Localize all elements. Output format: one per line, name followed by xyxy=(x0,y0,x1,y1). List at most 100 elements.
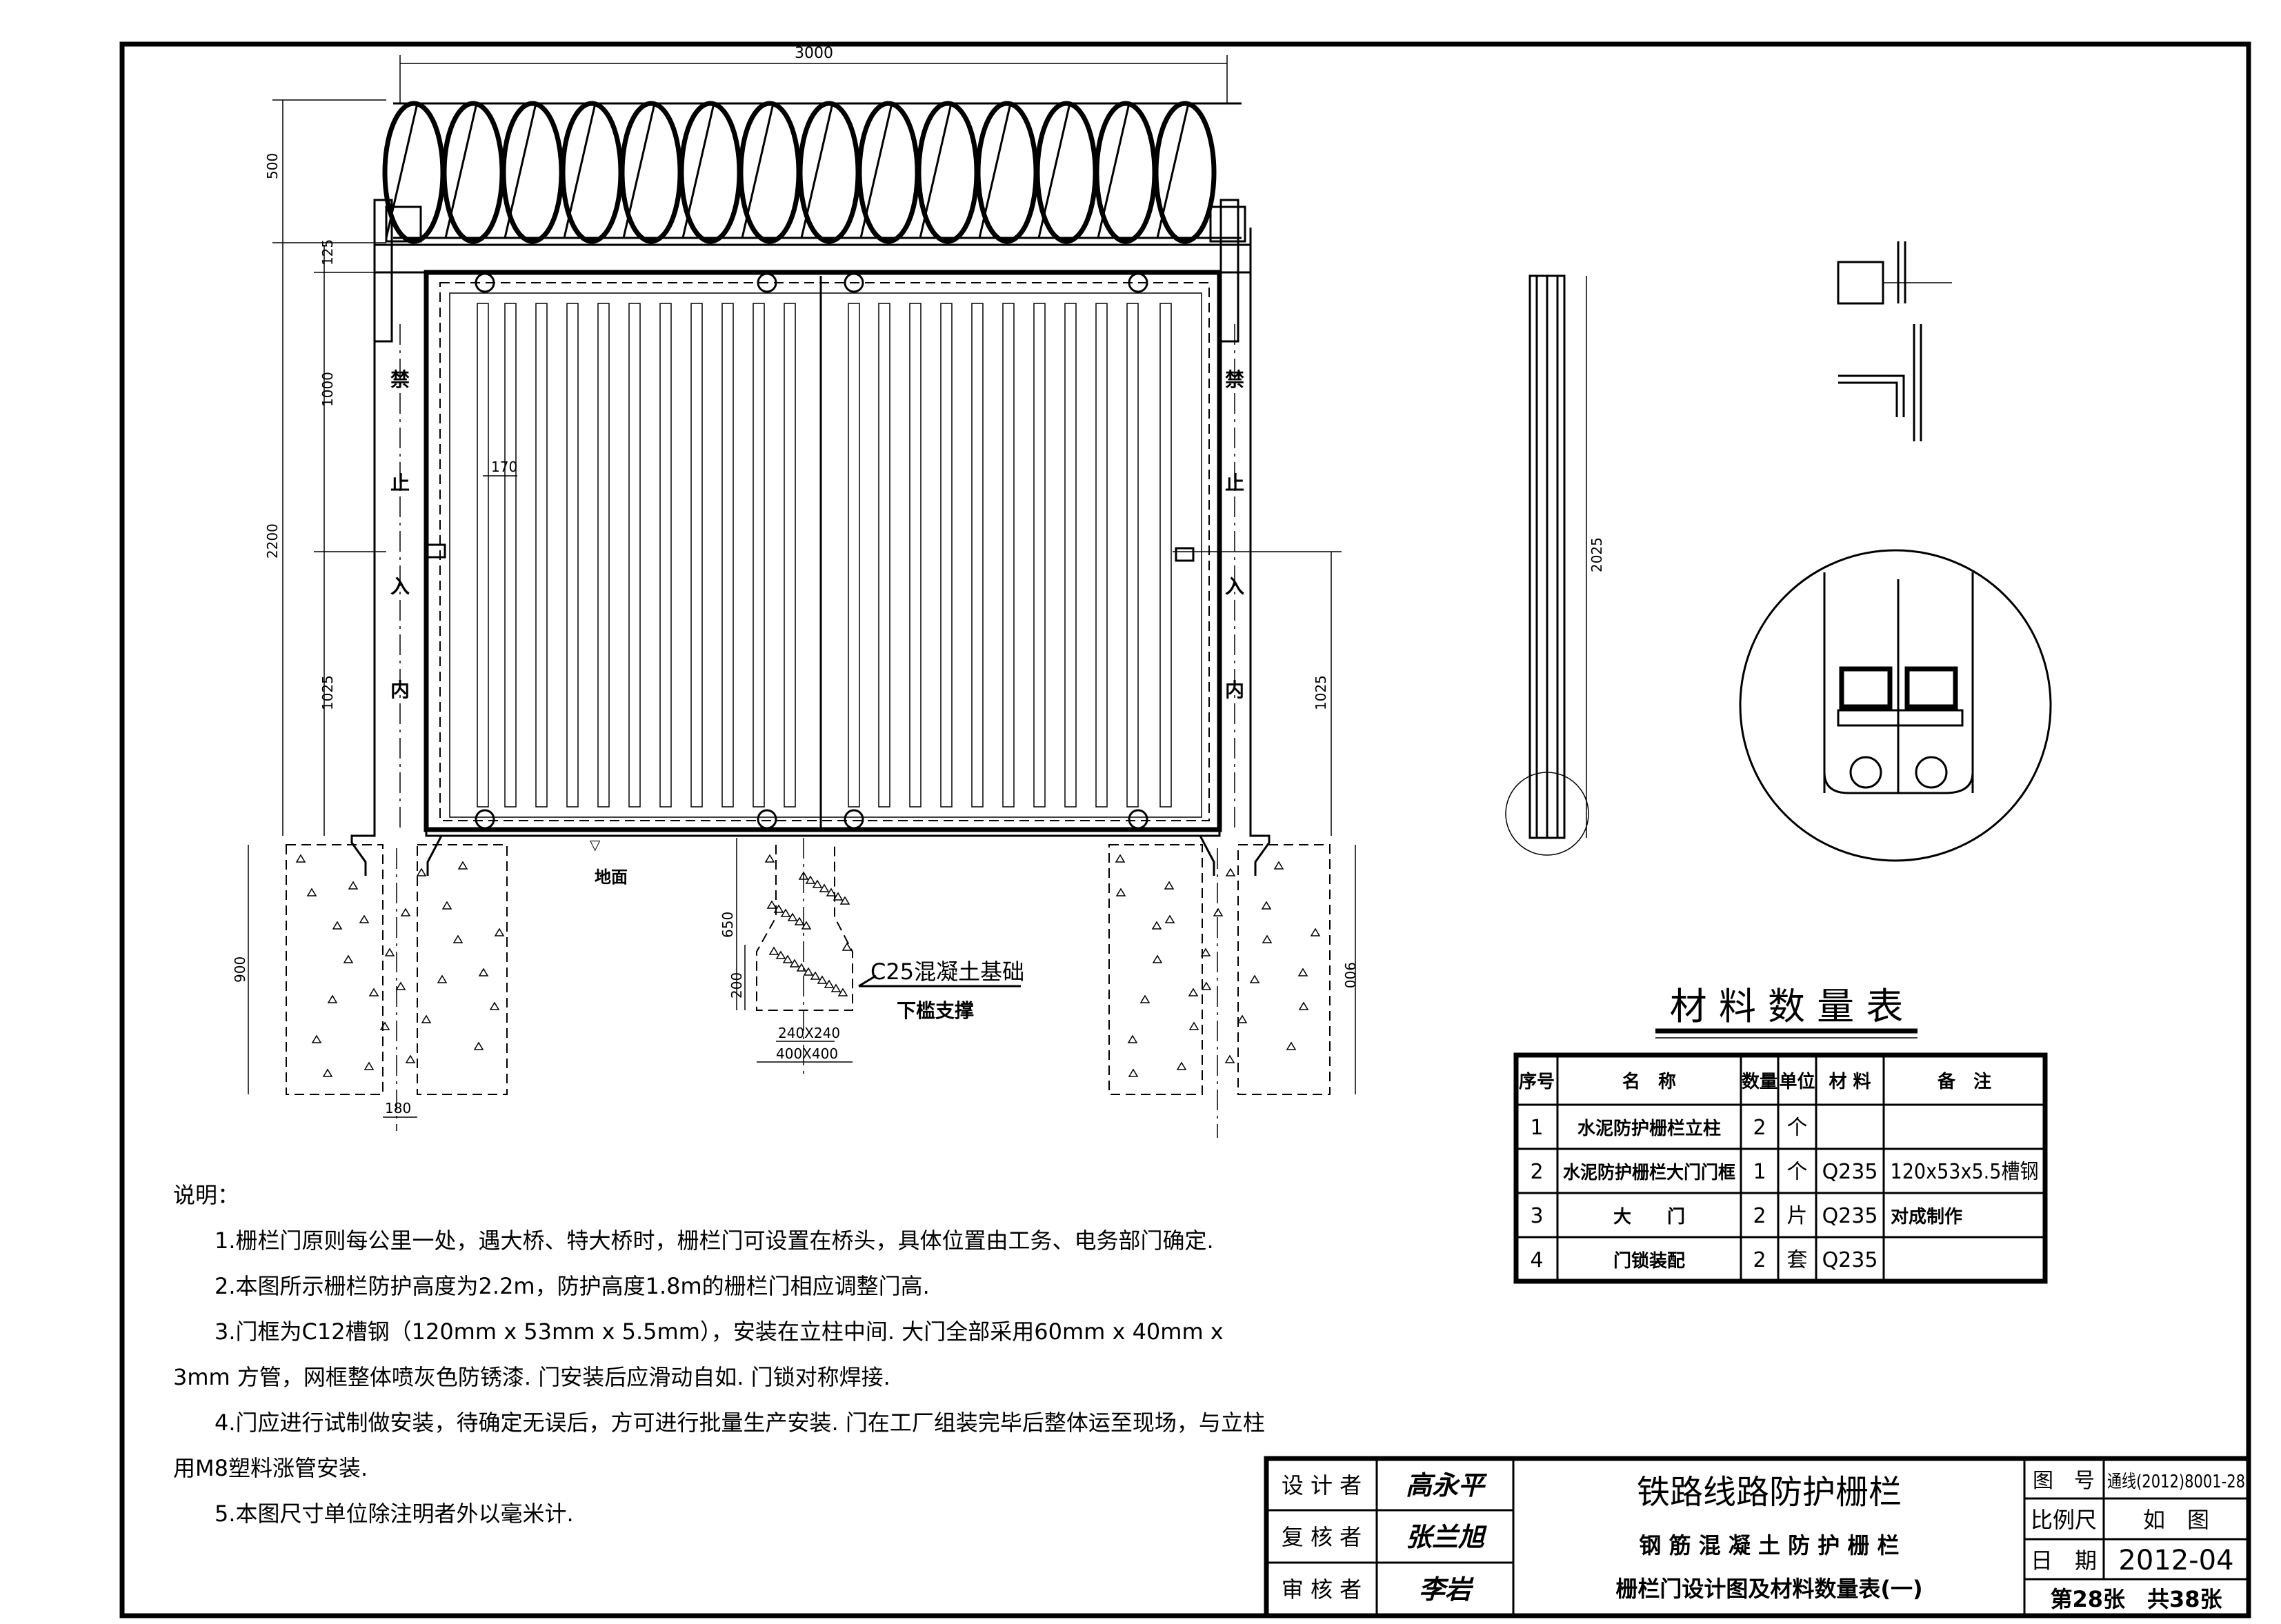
dim-240x240: 240X240 xyxy=(778,1025,840,1041)
table-cell: Q235 xyxy=(1822,1160,1878,1184)
table-cell: 2 xyxy=(1753,1116,1766,1140)
signature-approver: 李岩 xyxy=(1419,1574,1474,1605)
bolt xyxy=(475,809,495,830)
drawing-no: 通线(2012)8001-28 xyxy=(2107,1472,2245,1492)
side-view: 2025 xyxy=(1505,274,1605,856)
dim-1025-right: 1025 xyxy=(1313,675,1329,710)
coil-loop xyxy=(1153,101,1217,244)
top-beam xyxy=(373,243,1252,274)
sheet-number: 第28张 共38张 xyxy=(2050,1586,2222,1612)
gate-bar xyxy=(504,303,517,808)
coil-loop xyxy=(797,101,861,244)
table-cell: 门锁装配 xyxy=(1613,1250,1685,1272)
concrete-aggregate-marks xyxy=(295,854,1321,1077)
table-cell: 个 xyxy=(1787,1160,1808,1184)
table-header-cell: 名 称 xyxy=(1622,1071,1676,1092)
table-cell: 水泥防护栅栏大门门框 xyxy=(1563,1162,1735,1183)
gate-bolts xyxy=(475,272,1148,830)
gate-bar xyxy=(721,303,734,808)
ground-label: 地面 xyxy=(595,868,628,887)
table-header-cell: 序号 xyxy=(1519,1071,1555,1092)
dim-900-right: 900 xyxy=(1342,962,1358,988)
table-title: 材 料 数 量 表 xyxy=(1670,985,1904,1028)
date-label: 日 期 xyxy=(2031,1547,2097,1574)
table-cell: 2 xyxy=(1530,1160,1543,1184)
dim-200: 200 xyxy=(728,972,745,999)
role-checker: 复 核 者 xyxy=(1282,1524,1362,1550)
table-cell: Q235 xyxy=(1822,1248,1878,1272)
gate-bar xyxy=(909,303,922,808)
note-1: 1.栅栏门原则每公里一处，遇大桥、特大桥时，栅栏门可设置在桥头，具体位置由工务、… xyxy=(215,1227,1214,1254)
title-block: 设 计 者 复 核 者 审 核 者 高永平 张兰旭 李岩 铁路线路防护栅栏 钢 … xyxy=(1264,1456,2251,1618)
gate-bar xyxy=(1033,303,1046,808)
coil-loop xyxy=(857,101,920,244)
right-foundations xyxy=(1108,844,1331,1138)
center-foundation xyxy=(756,838,853,1076)
gate-bar xyxy=(1095,303,1108,808)
coil-loop xyxy=(560,101,624,244)
title-sheet: 栅栏门设计图及材料数量表(一) xyxy=(1615,1576,1922,1602)
drawing-no-label: 图 号 xyxy=(2033,1469,2095,1493)
table-cell: 对成制作 xyxy=(1891,1207,1962,1227)
gate-bar xyxy=(1002,303,1015,808)
dim-1000: 1000 xyxy=(319,372,336,407)
title-main: 铁路线路防护栅栏 xyxy=(1637,1473,1902,1512)
table-header-cell: 备 注 xyxy=(1937,1071,1991,1092)
gate-frame xyxy=(424,270,1222,832)
coil-loop xyxy=(738,101,801,244)
gate-bar xyxy=(477,303,489,808)
dim-2025: 2025 xyxy=(1588,537,1605,572)
gate-bar xyxy=(1126,303,1139,808)
bolt xyxy=(844,272,864,293)
table-cell: Q235 xyxy=(1822,1204,1878,1228)
coil-loop xyxy=(975,101,1039,244)
signature-designer: 高永平 xyxy=(1406,1470,1488,1501)
gate-bar xyxy=(597,303,610,808)
gate-bar xyxy=(1064,303,1077,808)
coil-loop xyxy=(501,101,564,244)
bolt xyxy=(757,809,777,830)
table-cell: 个 xyxy=(1787,1116,1808,1140)
dim-180: 180 xyxy=(385,1100,411,1116)
coil-loop xyxy=(1094,101,1157,244)
gate-bar xyxy=(848,303,860,808)
gate-bar xyxy=(753,303,765,808)
bolt xyxy=(844,809,864,830)
note-4: 4.门应进行试制做安装，待确定无误后，方可进行批量生产安装. 门在工厂组装完毕后… xyxy=(173,1410,1265,1481)
gate-bar xyxy=(659,303,672,808)
coil-loop xyxy=(916,101,979,244)
gate-bar xyxy=(784,303,796,808)
coil-loop xyxy=(679,101,742,244)
coil-loop xyxy=(1035,101,1098,244)
coil-loop xyxy=(441,101,505,244)
sheet-border xyxy=(119,41,2251,1618)
gate-bar xyxy=(628,303,641,808)
bolt xyxy=(1128,809,1148,830)
table-header-cell: 数量 xyxy=(1742,1072,1777,1092)
bolt xyxy=(757,272,777,293)
lock-detail-circle xyxy=(1739,549,2052,862)
date-value: 2012-04 xyxy=(2118,1545,2233,1576)
gate-bar xyxy=(878,303,890,808)
role-designer: 设 计 者 xyxy=(1282,1472,1362,1498)
signature-checker: 张兰旭 xyxy=(1406,1522,1487,1552)
notes-heading: 说明： xyxy=(173,1182,240,1208)
design-notes: 说明： 1.栅栏门原则每公里一处，遇大桥、特大桥时，栅栏门可设置在桥头，具体位置… xyxy=(173,1172,1277,1536)
support-label: 下槛支撑 xyxy=(897,999,974,1022)
gate-bar xyxy=(940,303,953,808)
dim-2200: 2200 xyxy=(264,523,281,559)
coil-loop xyxy=(382,101,446,244)
table-header-cell: 材 料 xyxy=(1829,1072,1871,1092)
dim-400x400: 400X400 xyxy=(776,1045,838,1062)
table-cell: 水泥防护栅栏立柱 xyxy=(1577,1118,1721,1139)
scale-value: 如 图 xyxy=(2143,1507,2209,1533)
hinge-detail xyxy=(1837,241,1952,441)
dim-900-left: 900 xyxy=(232,956,248,983)
gate-bar xyxy=(690,303,703,808)
table-cell: 大 门 xyxy=(1613,1207,1685,1227)
gate-bar xyxy=(1159,303,1172,808)
left-foundations xyxy=(286,844,508,1131)
